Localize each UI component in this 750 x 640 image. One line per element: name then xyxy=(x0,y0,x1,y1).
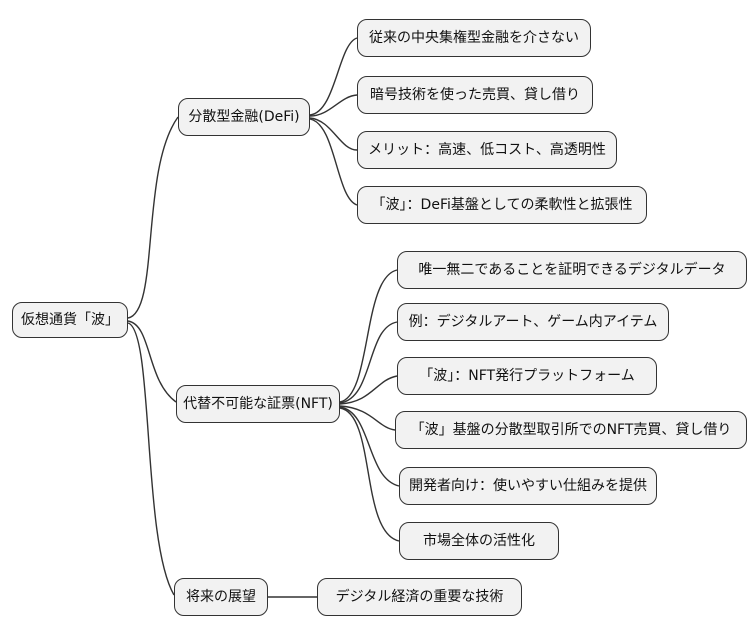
leaf-defi-4: 「波」：DeFi基盤としての柔軟性と拡張性 xyxy=(357,186,647,224)
edge-root-defi xyxy=(127,116,179,319)
leaf-nft-5: 開発者向け：使いやすい仕組みを提供 xyxy=(399,467,657,505)
edge-nft-child5 xyxy=(339,406,400,487)
edge-defi-child4 xyxy=(309,118,358,206)
edge-defi-child2 xyxy=(309,94,358,117)
leaf-nft-4: 「波」基盤の分散型取引所でのNFT売買、貸し借り xyxy=(395,411,747,449)
edge-root-future xyxy=(127,322,175,596)
root-node: 仮想通貨「波」 xyxy=(12,302,128,338)
leaf-defi-3: メリット：高速、低コスト、高透明性 xyxy=(357,131,617,169)
leaf-defi-1: 従来の中央集権型金融を介さない xyxy=(357,19,591,57)
edge-defi-child1 xyxy=(309,37,358,116)
edge-nft-child4 xyxy=(339,405,396,431)
edge-defi-child3 xyxy=(309,117,358,151)
edge-nft-child6 xyxy=(339,407,400,542)
leaf-nft-2: 例：デジタルアート、ゲーム内アイテム xyxy=(397,303,669,341)
edge-nft-child3 xyxy=(339,375,398,405)
leaf-defi-2: 暗号技術を使った売買、貸し借り xyxy=(357,76,593,114)
leaf-nft-1: 唯一無二であることを証明できるデジタルデータ xyxy=(397,251,747,289)
edge-nft-child1 xyxy=(339,269,398,403)
branch-defi: 分散型金融(DeFi) xyxy=(178,98,310,136)
leaf-future-1: デジタル経済の重要な技術 xyxy=(317,578,522,616)
edge-root-nft xyxy=(127,320,177,403)
edge-nft-child2 xyxy=(339,321,398,404)
branch-future: 将来の展望 xyxy=(174,578,268,616)
leaf-nft-3: 「波」：NFT発行プラットフォーム xyxy=(397,357,657,395)
leaf-nft-6: 市場全体の活性化 xyxy=(399,522,559,560)
branch-nft: 代替不可能な証票(NFT) xyxy=(176,385,340,423)
